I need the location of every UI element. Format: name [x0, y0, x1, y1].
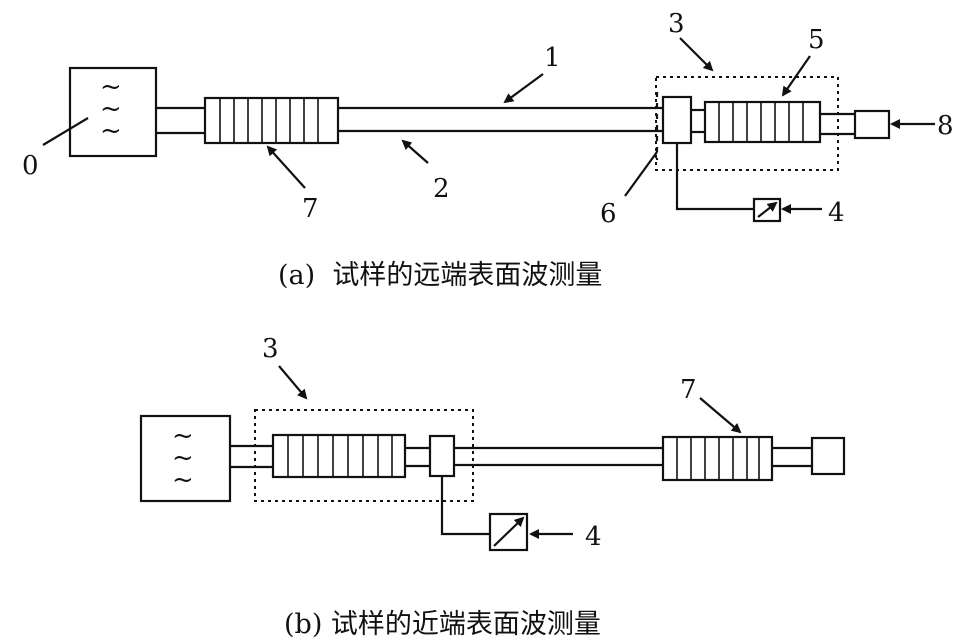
end-block-8-a: [853, 109, 891, 140]
wave-symbol-3: ~: [100, 116, 122, 146]
leaders-a: [42, 37, 935, 214]
block-b: [428, 434, 456, 478]
label-3: 3: [668, 9, 685, 39]
label-7: 7: [302, 194, 319, 224]
leaders-b: [278, 365, 742, 539]
label-5: 5: [808, 25, 825, 55]
label-1: 1: [544, 43, 561, 73]
rod-b: [230, 444, 812, 469]
wave-symbol-3: ~: [172, 465, 194, 495]
transducer-b: [271, 433, 407, 479]
wave-symbol-2: ~: [100, 94, 122, 124]
source-box-b: ~ ~ ~: [139, 414, 232, 503]
diagram-b: ~ ~ ~: [139, 334, 846, 640]
label-3: 3: [262, 334, 279, 364]
label-4: 4: [828, 198, 845, 228]
caption-b: (b) 试样的近端表面波测量: [284, 609, 601, 640]
rod-a: [155, 106, 855, 136]
wave-symbol-2: ~: [172, 443, 194, 473]
end-block-b: [810, 436, 846, 476]
caption-a: (a) 试样的远端表面波测量: [278, 260, 602, 291]
label-6: 6: [600, 199, 617, 229]
transducer-5-a: [703, 100, 822, 144]
enclosure-3-a: [655, 76, 839, 171]
block-6-a: [661, 95, 693, 145]
label-0: 0: [22, 151, 39, 181]
label-7: 7: [680, 375, 697, 405]
meter-4-a: [675, 143, 782, 223]
wave-symbol-1: ~: [172, 421, 194, 451]
meter-4-b: [440, 476, 529, 552]
label-2: 2: [433, 174, 450, 204]
wave-symbol-1: ~: [100, 72, 122, 102]
source-box-a: ~ ~ ~: [68, 66, 158, 158]
transducer-7-b: [661, 435, 774, 482]
transducer-7-a: [203, 96, 340, 145]
label-8: 8: [937, 111, 954, 141]
label-4: 4: [585, 522, 602, 552]
diagram-a: ~ ~ ~: [22, 9, 954, 291]
